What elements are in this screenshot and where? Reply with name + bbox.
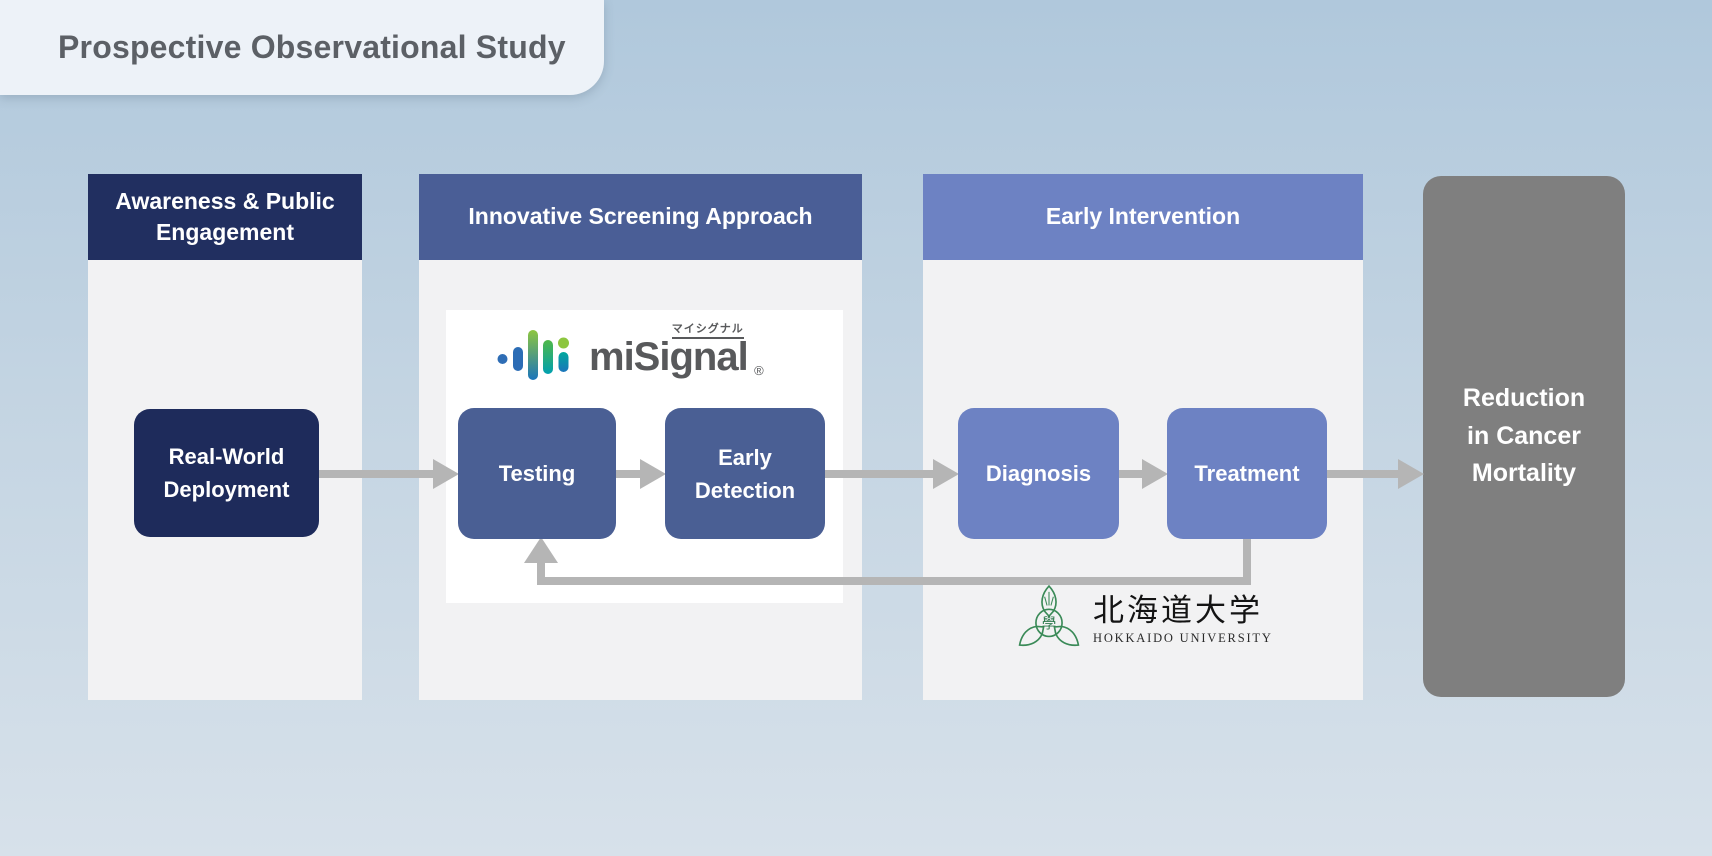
title-badge: Prospective Observational Study [0,0,604,95]
node-early-detection: Early Detection [665,408,825,539]
hokkaido-english: HOKKAIDO UNIVERSITY [1093,631,1273,646]
emblem-character: 學 [1042,615,1057,633]
hokkaido-kanji: 北海道大学 [1093,592,1263,628]
signal-bars-icon [497,329,573,385]
lily-crest-icon: 學 [1018,584,1080,656]
column-screening-header: Innovative Screening Approach [419,174,862,260]
misignal-wordmark: miSignal マイシグナル ® [589,323,764,379]
registered-trademark-icon: ® [754,363,764,378]
misignal-logo: miSignal マイシグナル ® [497,323,764,388]
node-diagnosis: Diagnosis [958,408,1119,539]
page-title: Prospective Observational Study [58,29,566,65]
node-outcome-reduction-in-cancer-mortality: Reduction in Cancer Mortality [1423,176,1625,697]
column-intervention-header: Early Intervention [923,174,1363,260]
node-testing: Testing [458,408,616,539]
misignal-katakana: マイシグナル [671,324,744,339]
column-awareness-header: Awareness & Public Engagement [88,174,362,260]
node-treatment: Treatment [1167,408,1327,539]
node-real-world-deployment: Real-World Deployment [134,409,319,537]
hokkaido-university-logo: 學 北海道大学 HOKKAIDO UNIVERSITY [1018,584,1273,656]
